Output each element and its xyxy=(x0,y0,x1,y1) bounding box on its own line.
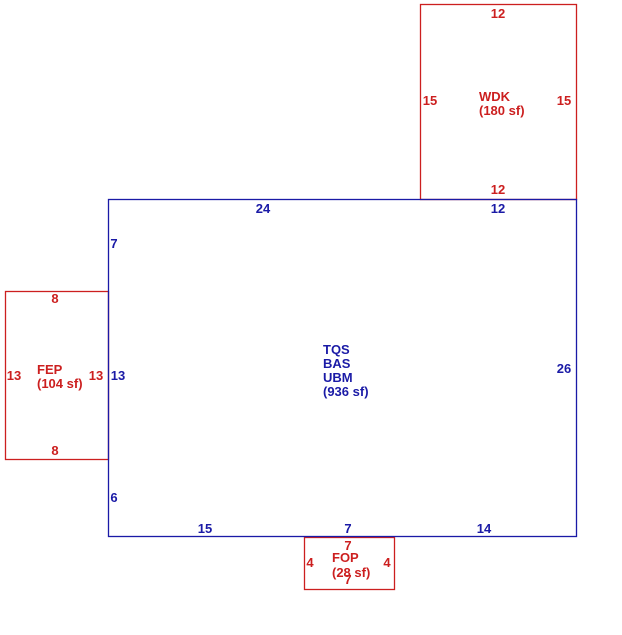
main-right-dim: 26 xyxy=(557,361,571,376)
fop-bottom-dim: 7 xyxy=(344,572,351,587)
fop-left-dim: 4 xyxy=(306,555,314,570)
fop-right-dim: 4 xyxy=(383,555,391,570)
fop-outline xyxy=(303,536,396,591)
fop-area: (28 sf) xyxy=(332,565,370,580)
main-bottom-middle-dim: 7 xyxy=(344,521,351,536)
fep-right-dim: 13 xyxy=(89,368,103,383)
main-area: (936 sf) xyxy=(323,384,369,399)
main-bottom-left-dim: 15 xyxy=(198,521,212,536)
fep-area: (104 sf) xyxy=(37,376,83,391)
fep-code: FEP xyxy=(37,362,63,377)
wdk-left-dim: 15 xyxy=(423,93,437,108)
main-left-upper-dim: 7 xyxy=(110,236,117,251)
main-bottom-right-dim: 14 xyxy=(477,521,492,536)
fop-code: FOP xyxy=(332,550,359,565)
wdk-right-dim: 15 xyxy=(557,93,571,108)
fep-top-dim: 8 xyxy=(51,291,58,306)
main-code-2: BAS xyxy=(323,356,351,371)
main-left-middle-dim: 13 xyxy=(111,368,125,383)
wdk-area: (180 sf) xyxy=(479,103,525,118)
fep-left-dim: 13 xyxy=(7,368,21,383)
main-top-left-dim: 24 xyxy=(256,201,271,216)
main-code-1: TQS xyxy=(323,342,350,357)
wdk-top-dim: 12 xyxy=(491,6,505,21)
fop-top-dim: 7 xyxy=(344,538,351,553)
wdk-bottom-dim: 12 xyxy=(491,182,505,197)
main-top-right-dim: 12 xyxy=(491,201,505,216)
wdk-code: WDK xyxy=(479,89,511,104)
fep-bottom-dim: 8 xyxy=(51,443,58,458)
main-code-3: UBM xyxy=(323,370,353,385)
main-left-lower-dim: 6 xyxy=(110,490,117,505)
main-outline xyxy=(107,198,578,538)
